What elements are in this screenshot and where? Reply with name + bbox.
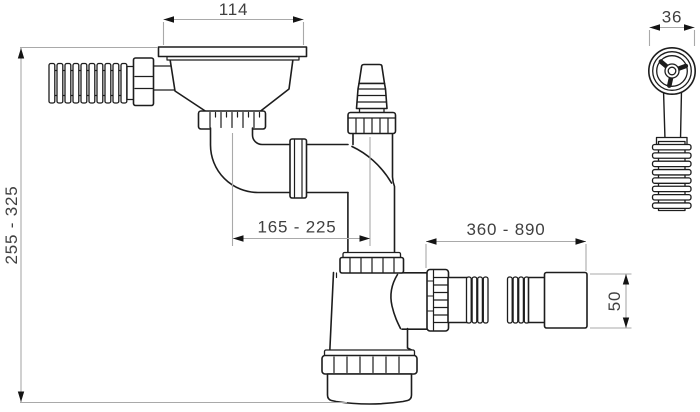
arrowhead-up	[17, 48, 25, 59]
arrowhead-down	[17, 391, 25, 402]
arrowhead-left	[426, 238, 437, 245]
outlet-corrugated-hose	[447, 271, 588, 329]
trap-body	[329, 272, 413, 353]
arrowhead-right	[575, 238, 586, 245]
overflow-assembly	[647, 46, 696, 212]
arrowhead-right	[359, 235, 370, 242]
arrowhead-up	[622, 274, 630, 285]
overflow-barb-connector	[355, 63, 388, 115]
dimension-outlet-end-diameter: 50	[590, 273, 632, 329]
overflow-stem	[662, 89, 683, 141]
elbow-pipe	[209, 127, 350, 194]
tee-pipe	[347, 131, 396, 258]
arrowhead-right	[293, 16, 304, 23]
dimension-label-114: 114	[219, 0, 249, 19]
trap-outlet-nut	[426, 268, 450, 332]
strainer-flange	[157, 46, 308, 58]
trap-bottom-nut	[321, 349, 418, 375]
tee-top-nut	[347, 111, 397, 135]
dimension-label-255-325: 255 - 325	[2, 185, 21, 264]
pipe-coupling-ring	[289, 138, 308, 199]
dimension-label-50: 50	[605, 291, 624, 312]
dimension-overflow-cap-width: 36	[648, 8, 696, 46]
sink-strainer	[157, 46, 308, 130]
trap-cup	[326, 373, 413, 405]
trap-top-nut	[339, 251, 405, 274]
arrowhead-down	[622, 317, 630, 328]
dimension-label-165-225: 165 - 225	[257, 218, 336, 237]
arrowhead-left	[649, 24, 660, 31]
arrowhead-right	[684, 24, 695, 31]
dimension-trap-offset: 165 - 225	[231, 133, 371, 246]
inlet-nut	[132, 57, 176, 107]
bottle-trap	[321, 251, 429, 405]
strainer-funnel	[169, 58, 294, 113]
overflow-cap	[647, 46, 696, 96]
dimension-overall-height: 255 - 325	[2, 46, 347, 404]
overflow-corrugated-hose	[651, 136, 692, 212]
trap-outlet-tube	[398, 272, 428, 330]
arrowhead-left	[233, 235, 244, 242]
strainer-nut	[197, 110, 267, 130]
dimension-label-360-890: 360 - 890	[466, 220, 545, 239]
dimension-label-36: 36	[662, 8, 683, 27]
dimension-flange-width: 114	[162, 0, 305, 45]
arrowhead-left	[163, 16, 174, 23]
outlet-end-fitting	[543, 271, 588, 329]
dimension-outlet-hose-length: 360 - 890	[425, 220, 587, 271]
inlet-corrugated-hose	[48, 62, 135, 104]
